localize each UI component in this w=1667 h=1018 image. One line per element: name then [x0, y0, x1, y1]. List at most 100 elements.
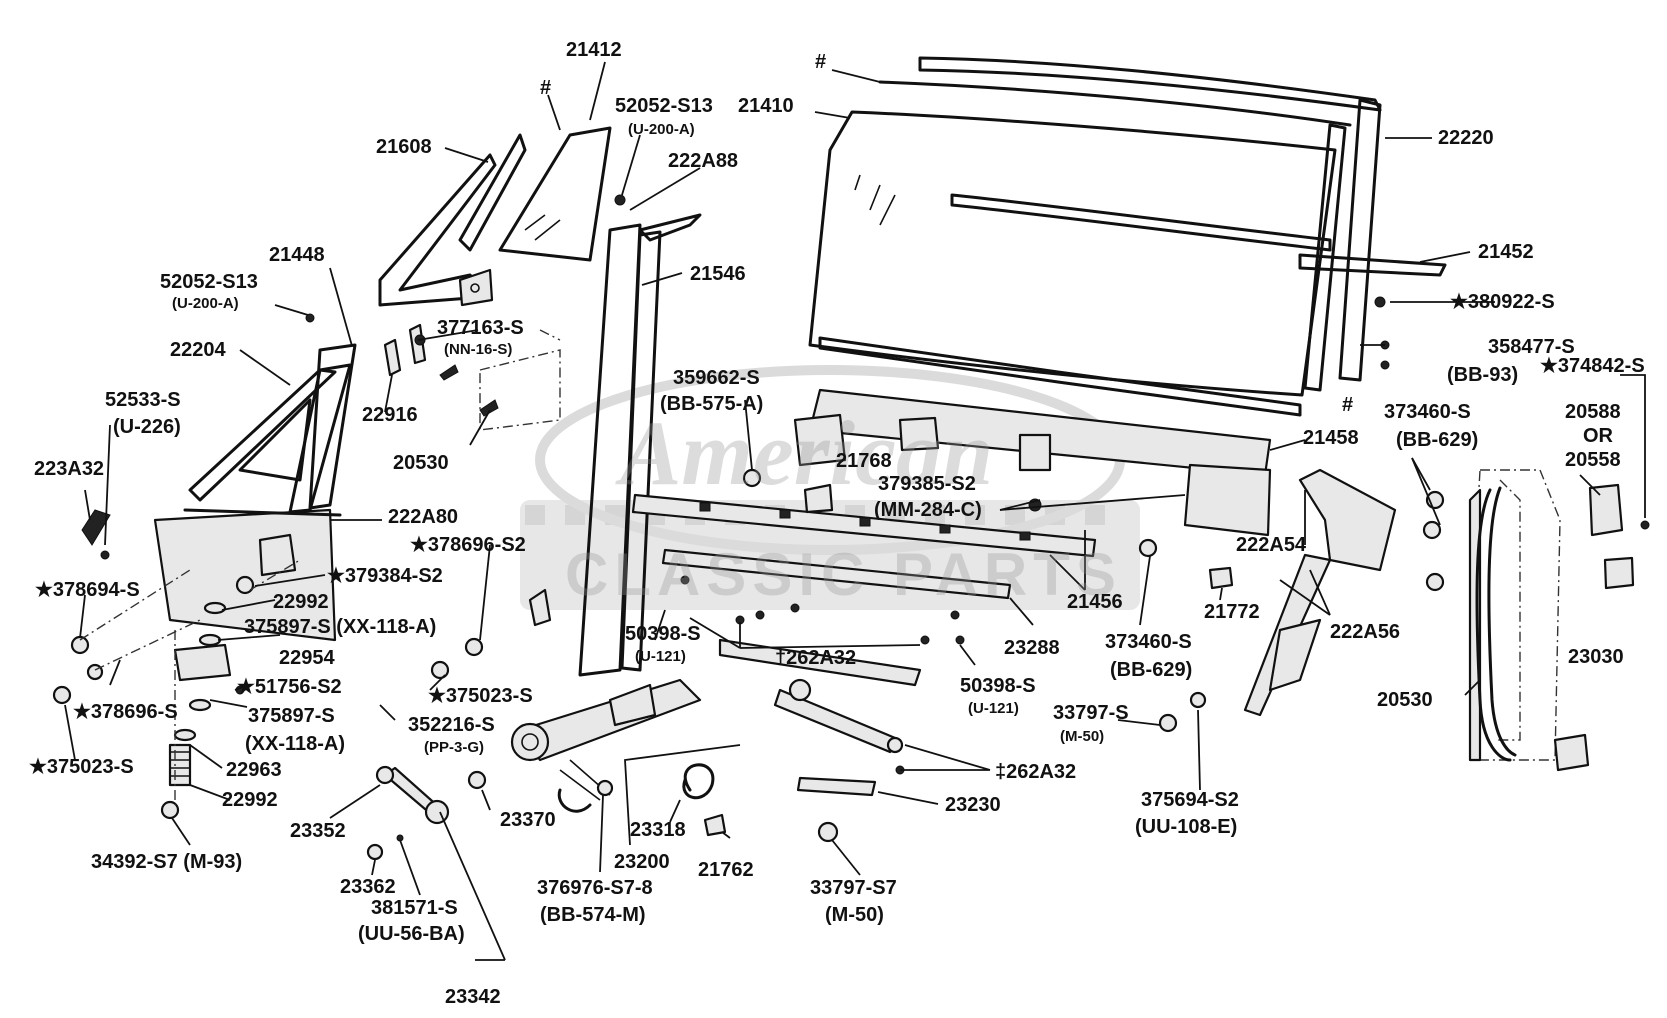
label-23318: 23318 [630, 819, 686, 841]
label-bb93: (BB-93) [1447, 364, 1519, 386]
label-52533-s: 52533-S [105, 389, 181, 411]
label-34392-s7: 34392-S7 (M-93) [91, 851, 243, 873]
part-23230 [796, 776, 877, 797]
front-vent-frame [153, 343, 357, 642]
label-33797-s-right: 33797-S [1053, 702, 1129, 724]
label-21410: 21410 [738, 95, 794, 117]
label-mm284c: (MM-284-C) [874, 499, 982, 521]
vent-pivot-hardware [305, 194, 626, 417]
vent-hinge-dashed [479, 329, 561, 431]
label-23342: 23342 [445, 986, 501, 1008]
label-u200a-top: (U-200-A) [628, 121, 695, 138]
label-358477-s: 358477-S [1488, 336, 1575, 358]
belt-weatherstrip [1298, 253, 1447, 277]
rear-lower-run [1138, 468, 1445, 717]
label-378696-s-left: ★378696-S [73, 701, 178, 723]
bracket-21458 [1183, 463, 1272, 537]
weatherstrip-20530-right [1475, 486, 1517, 762]
label-373460-s-top: 373460-S [1384, 401, 1471, 423]
label-nn16s: (NN-16-S) [444, 341, 513, 358]
label-381571-s: 381571-S [371, 897, 458, 919]
label-bb575a: (BB-575-A) [660, 393, 764, 415]
window-crank-handle [366, 765, 487, 861]
window-regulator [510, 638, 922, 813]
label-262a32-bot: ‡262A32 [995, 761, 1077, 783]
label-23370: 23370 [500, 809, 556, 831]
watermark-text-american: American [620, 402, 994, 504]
label-uu108e: (UU-108-E) [1135, 816, 1238, 838]
label-375694-s2: 375694-S2 [1141, 789, 1239, 811]
label-hash-vent-glass: # [540, 77, 552, 99]
label-262a32-top: †262A32 [775, 647, 857, 669]
label-hash-belt: # [1342, 394, 1354, 416]
label-20558: 20558 [1565, 449, 1621, 471]
label-22954: 22954 [279, 647, 335, 669]
label-22220: 22220 [1438, 127, 1494, 149]
label-23030: 23030 [1568, 646, 1624, 668]
label-u121-right: (U-121) [968, 700, 1019, 717]
label-222a56: 222A56 [1330, 621, 1401, 643]
vent-glass [498, 126, 612, 262]
label-bb629-bot: (BB-629) [1110, 659, 1193, 681]
clip-21762 [703, 813, 727, 837]
label-352216-s: 352216-S [408, 714, 495, 736]
label-23200: 23200 [614, 851, 670, 873]
bracket-21772 [1208, 566, 1234, 590]
watermark-text-classic-parts: CLASSIC PARTS [565, 541, 1122, 608]
roof-rail-weatherstrip [878, 56, 1382, 127]
label-u121-left: (U-121) [635, 648, 686, 665]
part-223a32 [81, 509, 111, 546]
label-bb629-top: (BB-629) [1396, 429, 1479, 451]
label-23230: 23230 [945, 794, 1001, 816]
label-u226: (U-226) [113, 416, 181, 438]
label-52052-s13-left: 52052-S13 [160, 271, 258, 293]
label-23362: 23362 [340, 876, 396, 898]
label-m50-small: (M-50) [1060, 728, 1105, 745]
label-51756-s2: ★51756-S2 [237, 676, 342, 698]
rear-glass-run [1303, 98, 1382, 392]
label-20530-left: 20530 [393, 452, 449, 474]
label-bb574m: (BB-574-M) [540, 904, 646, 926]
label-375023-s-left: ★375023-S [29, 756, 134, 778]
label-380922-s: ★380922-S [1450, 291, 1555, 313]
label-21458: 21458 [1303, 427, 1359, 449]
label-m50-bot: (M-50) [825, 904, 884, 926]
counterbalance-spring [682, 763, 715, 800]
label-376976-s7-8: 376976-S7-8 [537, 877, 653, 899]
label-pp3g: (PP-3-G) [424, 739, 484, 756]
fasteners-375694-33797 [1158, 691, 1207, 733]
glass-lower-channel [818, 336, 1302, 417]
label-21456: 21456 [1067, 591, 1123, 613]
label-20530-right: 20530 [1377, 689, 1433, 711]
label-23352: 23352 [290, 820, 346, 842]
label-23288: 23288 [1004, 637, 1060, 659]
label-222a80: 222A80 [388, 506, 459, 528]
door-hinges [1553, 483, 1650, 772]
label-21452: 21452 [1478, 241, 1534, 263]
label-22963: 22963 [226, 759, 282, 781]
label-22992-bot: 22992 [222, 789, 278, 811]
label-33797-s7: 33797-S7 [810, 877, 897, 899]
label-21608: 21608 [376, 136, 432, 158]
label-222a54: 222A54 [1236, 534, 1307, 556]
label-375897-s-bot: 375897-S [248, 705, 335, 727]
label-373460-s-bot: 373460-S [1105, 631, 1192, 653]
label-375023-s-mid: ★375023-S [428, 685, 533, 707]
label-375897-s-top: 375897-S (XX-118-A) [244, 616, 437, 638]
label-21546: 21546 [690, 263, 746, 285]
label-hash-roof: # [815, 51, 827, 73]
label-223a32: 223A32 [34, 458, 105, 480]
label-21412: 21412 [566, 39, 622, 61]
label-52052-s13-top: 52052-S13 [615, 95, 713, 117]
door-glass [808, 110, 1337, 397]
label-21762: 21762 [698, 859, 754, 881]
label-374842-s: ★374842-S [1540, 355, 1645, 377]
division-bar [528, 213, 702, 677]
label-xx118a-bot: (XX-118-A) [245, 733, 346, 755]
label-22916: 22916 [362, 404, 418, 426]
label-uu56ba: (UU-56-BA) [358, 923, 465, 945]
part-376976 [596, 779, 614, 797]
glass-bracket-channel [631, 493, 1097, 600]
label-21448: 21448 [269, 244, 325, 266]
